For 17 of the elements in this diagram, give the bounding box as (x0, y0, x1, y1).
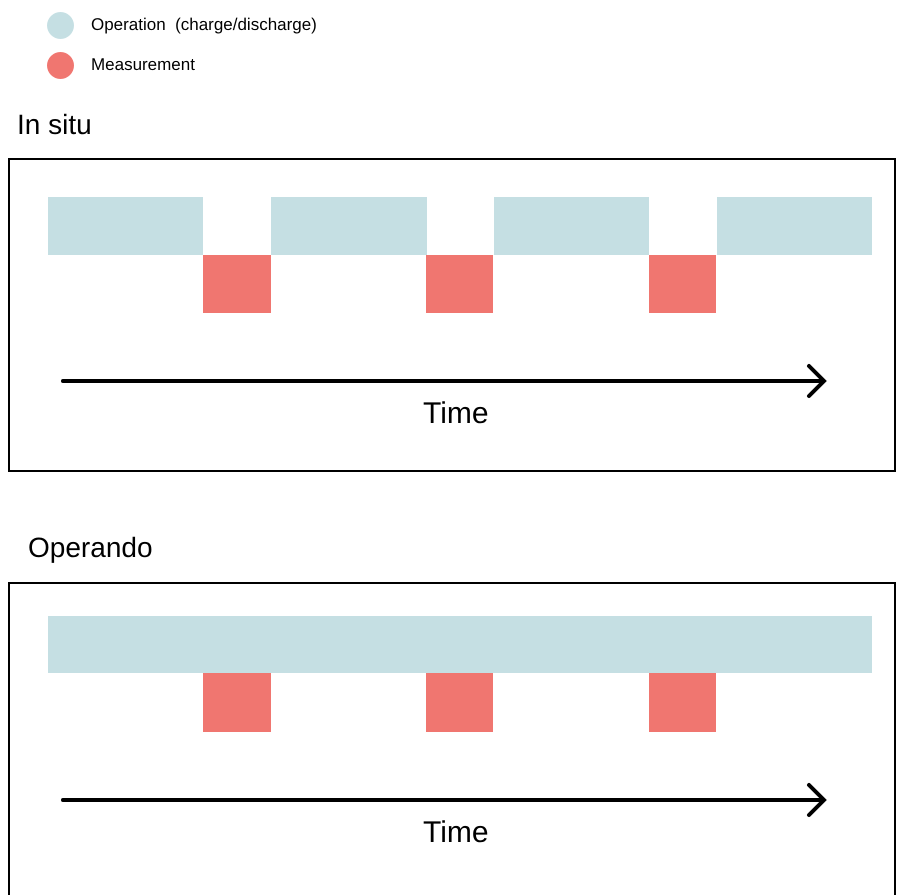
operation-bar (271, 197, 427, 255)
legend-label: Operation (charge/discharge) (91, 15, 317, 35)
operation-bar (48, 616, 872, 673)
measurement-block (203, 255, 271, 313)
time-axis-label: Time (423, 397, 489, 431)
panel-heading: Operando (28, 532, 153, 564)
operation-bar (717, 197, 872, 255)
measurement-block (426, 673, 493, 732)
legend-label: Measurement (91, 55, 195, 75)
panel-heading: In situ (17, 109, 92, 141)
operation-bar (494, 197, 649, 255)
time-axis-label: Time (423, 816, 489, 850)
measurement-block (426, 255, 493, 313)
operation-bar (48, 197, 203, 255)
measurement-block (649, 255, 716, 313)
measurement-block (649, 673, 716, 732)
measurement-block (203, 673, 271, 732)
